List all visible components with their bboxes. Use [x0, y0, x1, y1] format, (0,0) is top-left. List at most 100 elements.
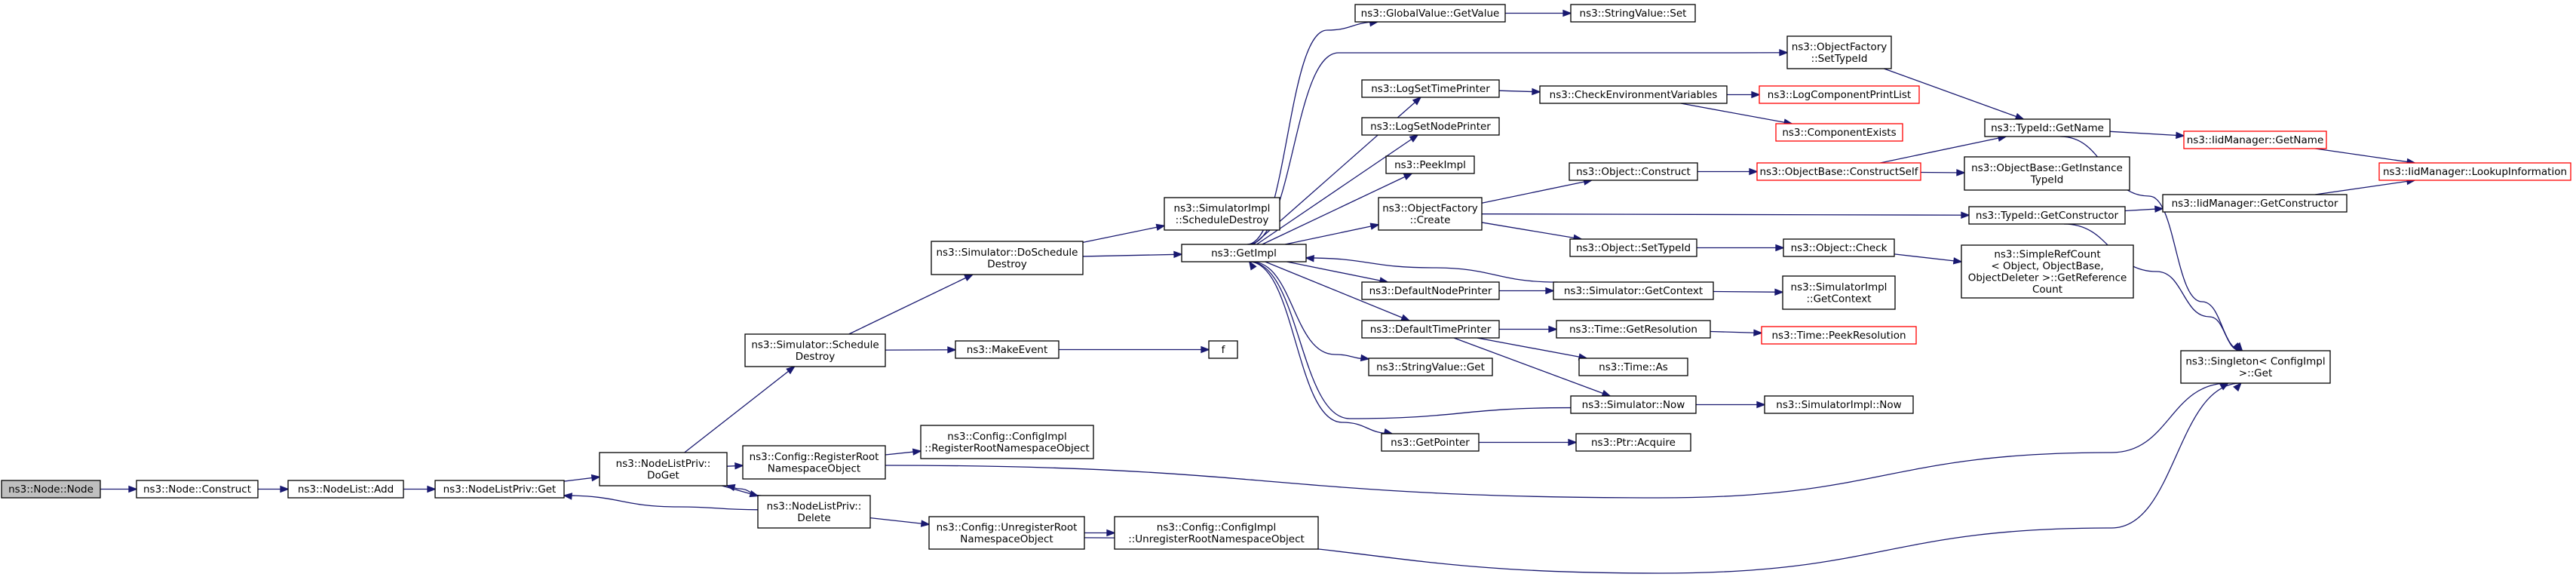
node-label: TypeId	[2030, 173, 2064, 186]
node-simimpl-now[interactable]: ns3::SimulatorImpl::Now	[1764, 395, 1914, 414]
node-box	[744, 333, 886, 367]
node-box	[1764, 395, 1914, 414]
node-defaultnodeprinter[interactable]: ns3::DefaultNodePrinter	[1361, 281, 1500, 300]
edge-arrowhead	[1952, 257, 1963, 265]
node-label: ns3::Config::ConfigImpl	[1157, 521, 1276, 533]
node-label: ns3::ObjectFactory	[1382, 202, 1478, 214]
node-box	[1569, 162, 1698, 181]
edge-arrowhead	[2232, 342, 2242, 352]
edge-arrowhead	[563, 493, 573, 500]
node-defaulttimeprinter[interactable]: ns3::DefaultTimePrinter	[1361, 320, 1500, 339]
node-nlp-doget[interactable]: ns3::NodeListPriv::DoGet	[599, 452, 728, 486]
node-getpointer[interactable]: ns3::GetPointer	[1381, 433, 1480, 452]
node-label: ns3::StringValue::Set	[1580, 8, 1687, 20]
node-label: ns3::MakeEvent	[967, 344, 1048, 356]
node-cfg-unregister[interactable]: ns3::Config::UnregisterRootNamespaceObje…	[928, 516, 1085, 550]
node-label: ns3::Object::Construct	[1576, 166, 1691, 178]
node-sim-getcontext[interactable]: ns3::Simulator::GetContext	[1553, 281, 1714, 300]
node-ptr-acquire[interactable]: ns3::Ptr::Acquire	[1575, 433, 1691, 452]
node-node[interactable]: ns3::Node::Node	[1, 480, 101, 499]
edge-n_logsettimeprinter-to-n_checkenvvars	[1498, 87, 1541, 96]
node-sim-now[interactable]: ns3::Simulator::Now	[1570, 395, 1697, 414]
node-getimpl[interactable]: ns3::GetImpl	[1181, 244, 1307, 262]
node-time-getresolution[interactable]: ns3::Time::GetResolution	[1556, 320, 1711, 339]
edge-n_node-to-n_construct	[100, 485, 138, 493]
node-label: f	[1222, 344, 1226, 356]
node-label: ns3::SimpleRefCount	[1994, 248, 2100, 260]
node-objectfactory-create[interactable]: ns3::ObjectFactory::Create	[1378, 197, 1483, 231]
node-cfgimpl-register[interactable]: ns3::Config::ConfigImpl::RegisterRootNam…	[920, 425, 1094, 459]
node-objectfactory-settypeid[interactable]: ns3::ObjectFactory::SetTypeId	[1786, 35, 1892, 69]
edge-line	[1894, 253, 1962, 262]
node-object-check[interactable]: ns3::Object::Check	[1783, 238, 1895, 257]
edge-n_cfg_register-to-n_cfgimpl_register	[885, 448, 922, 456]
node-sim-schedule-destroy[interactable]: ns3::Simulator::ScheduleDestroy	[744, 333, 886, 367]
node-box	[1181, 244, 1307, 262]
edge-line	[1880, 136, 2007, 164]
node-label: ns3::Config::RegisterRoot	[750, 451, 879, 463]
node-time-as[interactable]: ns3::Time::As	[1578, 358, 1688, 376]
edge-n_cfg_unregister-to-n_singleton_get	[1084, 382, 2242, 574]
node-label: ns3::NodeListPriv::	[767, 500, 862, 512]
node-f[interactable]: f	[1208, 340, 1238, 359]
node-label: ns3::ObjectBase::GetInstance	[1971, 162, 2123, 174]
node-componentexists[interactable]: ns3::ComponentExists	[1775, 123, 1903, 142]
edge-n_time_getresolution-to-n_time_peekresolution	[1710, 329, 1763, 336]
node-typeid-getconstructor[interactable]: ns3::TypeId::GetConstructor	[1968, 206, 2126, 225]
edge-n_getimpl-to-n_stringvalue_get	[1251, 261, 1370, 362]
node-nlp-delete[interactable]: ns3::NodeListPriv::Delete	[757, 495, 871, 529]
node-box	[2183, 130, 2327, 149]
node-checkenvvars[interactable]: ns3::CheckEnvironmentVariables	[1539, 85, 1728, 104]
node-box	[1761, 326, 1917, 345]
edge-arrowhead	[1749, 167, 1759, 176]
node-makeevent[interactable]: ns3::MakeEvent	[955, 340, 1060, 359]
edge-arrowhead	[734, 462, 744, 470]
node-time-peekresolution[interactable]: ns3::Time::PeekResolution	[1761, 326, 1917, 345]
node-label: ns3::Node::Construct	[143, 483, 251, 496]
node-label: Count	[2032, 284, 2062, 296]
node-nlp-get[interactable]: ns3::NodeListPriv::Get	[434, 480, 565, 499]
edge-n_nlp_delete-to-n_cfg_unregister	[869, 517, 931, 527]
edge-arrowhead	[1532, 87, 1541, 96]
node-typeid-getname[interactable]: ns3::TypeId::GetName	[1984, 118, 2111, 137]
node-iidmanager-lookupinformation[interactable]: ns3::IidManager::LookupInformation	[2378, 162, 2571, 181]
node-box	[1114, 516, 1319, 550]
node-construct[interactable]: ns3::Node::Construct	[136, 480, 259, 499]
edge-arrowhead	[2014, 112, 2025, 120]
node-cfgimpl-unregister[interactable]: ns3::Config::ConfigImpl::UnregisterRootN…	[1114, 516, 1319, 550]
edge-n_objectbase_constructself-to-n_objectbase_getinstancetypeid	[1920, 169, 1966, 176]
node-stringvalue-get[interactable]: ns3::StringValue::Get	[1368, 358, 1493, 376]
node-logsettimeprinter[interactable]: ns3::LogSetTimePrinter	[1361, 79, 1500, 98]
edges-layer	[100, 9, 2416, 574]
node-object-construct[interactable]: ns3::Object::Construct	[1569, 162, 1698, 181]
edge-n_getimpl-to-n_defaultnodeprinter	[1286, 261, 1389, 284]
node-singleton-get[interactable]: ns3::Singleton< ConfigImpl>::Get	[2180, 350, 2331, 384]
node-globalvalue-getvalue[interactable]: ns3::GlobalValue::GetValue	[1354, 4, 1506, 23]
edge-arrowhead	[1751, 91, 1761, 99]
node-simimpl-getcontext[interactable]: ns3::SimulatorImpl::GetContext	[1782, 275, 1896, 310]
edge-n_getpointer-to-n_ptr_acquire	[1479, 438, 1578, 447]
node-label: ns3::Config::UnregisterRoot	[937, 521, 1078, 533]
node-logsetnodeprinter[interactable]: ns3::LogSetNodePrinter	[1361, 117, 1500, 136]
node-iidmanager-getname[interactable]: ns3::IidManager::GetName	[2183, 130, 2327, 149]
edge-arrowhead	[427, 485, 437, 493]
node-stringvalue-set[interactable]: ns3::StringValue::Set	[1570, 4, 1696, 23]
node-nodelist-add[interactable]: ns3::NodeList::Add	[287, 480, 404, 499]
node-simplerefcount-getrefcount[interactable]: ns3::SimpleRefCount< Object, ObjectBase,…	[1961, 244, 2134, 299]
node-box	[1575, 433, 1691, 452]
node-box	[1385, 155, 1475, 174]
edge-n_getimpl-to-n_logsetnodeprinter	[1256, 134, 1419, 245]
node-objectbase-constructself[interactable]: ns3::ObjectBase::ConstructSelf	[1756, 162, 1921, 181]
edge-arrowhead	[1956, 169, 1966, 176]
node-object-settypeid[interactable]: ns3::Object::SetTypeId	[1569, 238, 1697, 257]
node-simimpl-scheduledestroy[interactable]: ns3::SimulatorImpl::ScheduleDestroy	[1164, 197, 1280, 231]
node-logcomponentprintlist[interactable]: ns3::LogComponentPrintList	[1759, 85, 1920, 104]
node-peekimpl[interactable]: ns3::PeekImpl	[1385, 155, 1475, 174]
edge-arrowhead	[725, 483, 736, 492]
node-iidmanager-getconstructor[interactable]: ns3::IidManager::GetConstructor	[2162, 194, 2348, 213]
edge-line	[1286, 261, 1388, 283]
node-cfg-register[interactable]: ns3::Config::RegisterRootNamespaceObject	[742, 445, 886, 480]
